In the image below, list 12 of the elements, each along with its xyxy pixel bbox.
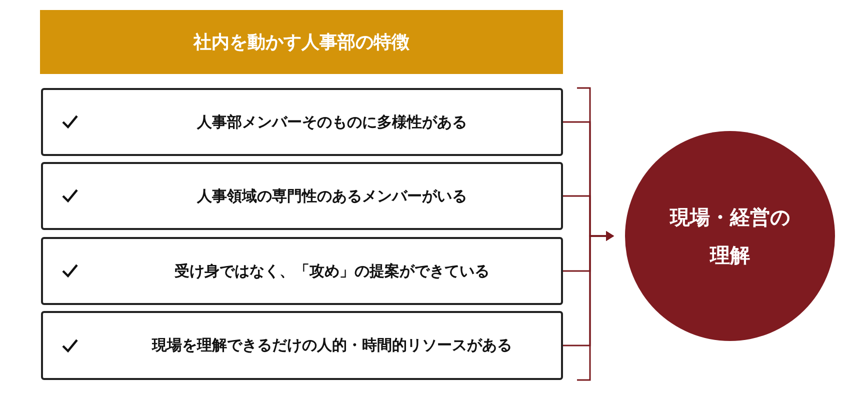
feature-box: [41, 237, 563, 305]
label-text: 現場・経営の理解: [668, 204, 791, 269]
bracket-arrow: [563, 231, 614, 346]
feature-box: [41, 88, 563, 156]
label-text: 人事部メンバーそのものに多様性がある: [197, 112, 467, 132]
label-text: 現場を理解できるだけの人的・時間的リソースがある: [152, 336, 512, 355]
title-text: 社内を動かす人事部の特徴: [194, 31, 410, 54]
label-text: 人事領域の専門性のあるメンバーがいる: [197, 186, 467, 206]
feature-box: [41, 311, 563, 380]
title-bar: [40, 10, 563, 74]
label-text: 受け身ではなく、「攻め」の提案ができている: [174, 262, 490, 280]
feature-box: [41, 162, 563, 230]
